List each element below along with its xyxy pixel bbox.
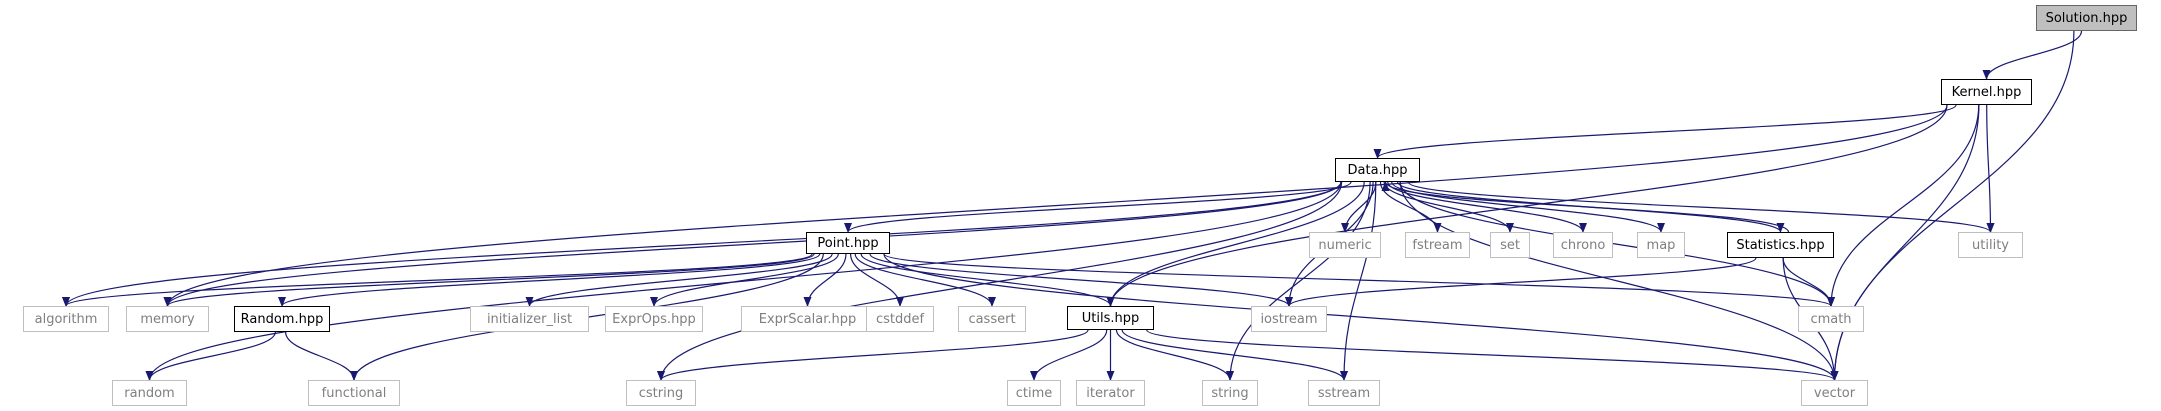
- node-iostream: iostream: [1251, 306, 1327, 332]
- edge-utils-to-ctime: [1030, 329, 1108, 381]
- node-cstddef: cstddef: [866, 306, 934, 332]
- edge-data-to-string: [1226, 181, 1371, 381]
- edge-data-to-random: [145, 181, 1342, 381]
- edge-data-to-cstring: [657, 181, 1343, 381]
- edge-point-to-memory: [163, 253, 815, 307]
- edge-point-to-iostream: [869, 253, 1293, 307]
- edge-layer: [62, 30, 2083, 381]
- edge-statistics-to-data: [1381, 181, 1790, 233]
- edge-data-to-sstream: [1340, 181, 1377, 381]
- node-kernel[interactable]: Kernel.hpp: [1941, 79, 2032, 105]
- edge-point-to-algorithm: [62, 253, 813, 307]
- node-functional: functional: [308, 380, 400, 406]
- edge-statistics-to-iostream: [1285, 257, 1757, 307]
- edge-utils-to-sstream: [1121, 329, 1348, 381]
- node-point[interactable]: Point.hpp: [806, 232, 890, 254]
- edge-utils-to-cstring: [657, 329, 1089, 381]
- node-iterator: iterator: [1076, 380, 1145, 406]
- edge-data-to-chrono: [1387, 181, 1587, 233]
- edge-data-to-point: [844, 181, 1352, 233]
- node-solution[interactable]: Solution.hpp: [2036, 5, 2137, 31]
- node-sstream: sstream: [1308, 380, 1380, 406]
- node-initializer-list: initializer_list: [470, 306, 589, 332]
- edge-data-to-utility: [1407, 181, 1995, 233]
- edge-point-to-utils: [860, 253, 1115, 307]
- edge-random-hpp-to-random: [145, 331, 276, 381]
- edge-point-to-exprops: [650, 253, 839, 307]
- edge-data-to-map: [1391, 181, 1665, 233]
- edge-solution-to-kernel: [1982, 30, 2083, 80]
- node-exprscalar: ExprScalar.hpp: [741, 306, 874, 332]
- node-memory: memory: [126, 306, 209, 332]
- edge-point-to-vector: [883, 253, 1839, 381]
- edge-statistics-to-cmath: [1782, 257, 1835, 307]
- edge-data-to-vector: [1399, 181, 1839, 381]
- edge-point-to-initializer-list: [525, 253, 833, 307]
- edge-point-to-random-hpp: [278, 253, 821, 307]
- node-map: map: [1637, 232, 1685, 258]
- node-algorithm: algorithm: [23, 306, 109, 332]
- node-random: random: [112, 380, 187, 406]
- edge-point-to-cmath: [883, 253, 1835, 307]
- edge-random-hpp-to-functional: [285, 331, 358, 381]
- edge-kernel-to-data: [1373, 104, 1957, 159]
- node-cstring: cstring: [626, 380, 696, 406]
- node-chrono: chrono: [1553, 232, 1613, 258]
- node-ctime: ctime: [1007, 380, 1061, 406]
- node-cmath: cmath: [1798, 306, 1864, 332]
- edge-point-to-exprscalar: [803, 253, 847, 307]
- node-set: set: [1490, 232, 1530, 258]
- node-statistics[interactable]: Statistics.hpp: [1727, 232, 1834, 258]
- node-random-hpp[interactable]: Random.hpp: [234, 306, 330, 332]
- node-vector: vector: [1801, 380, 1868, 406]
- edge-kernel-to-vector: [1830, 104, 1980, 381]
- edge-kernel-to-memory: [163, 104, 1948, 307]
- edge-kernel-to-cmath: [1827, 104, 1980, 307]
- edge-data-to-utils: [1106, 181, 1365, 307]
- node-utility: utility: [1958, 232, 2023, 258]
- edge-kernel-to-utility: [1986, 104, 1995, 233]
- edge-utils-to-vector: [1146, 329, 1839, 381]
- node-data[interactable]: Data.hpp: [1335, 158, 1420, 182]
- edge-point-to-cassert: [854, 253, 996, 307]
- node-string: string: [1202, 380, 1258, 406]
- edge-kernel-to-utils: [1106, 104, 1948, 307]
- edge-utils-to-string: [1115, 329, 1234, 381]
- node-numeric: numeric: [1309, 232, 1381, 258]
- edge-data-to-algorithm: [62, 181, 1342, 307]
- edge-data-to-memory: [163, 181, 1342, 307]
- node-fstream: fstream: [1405, 232, 1470, 258]
- node-utils[interactable]: Utils.hpp: [1067, 306, 1154, 330]
- node-exprops: ExprOps.hpp: [605, 306, 703, 332]
- edge-data-to-cmath: [1399, 181, 1835, 307]
- edge-point-to-cstddef: [850, 253, 904, 307]
- edge-data-to-numeric: [1341, 181, 1377, 233]
- node-cassert: cassert: [958, 306, 1026, 332]
